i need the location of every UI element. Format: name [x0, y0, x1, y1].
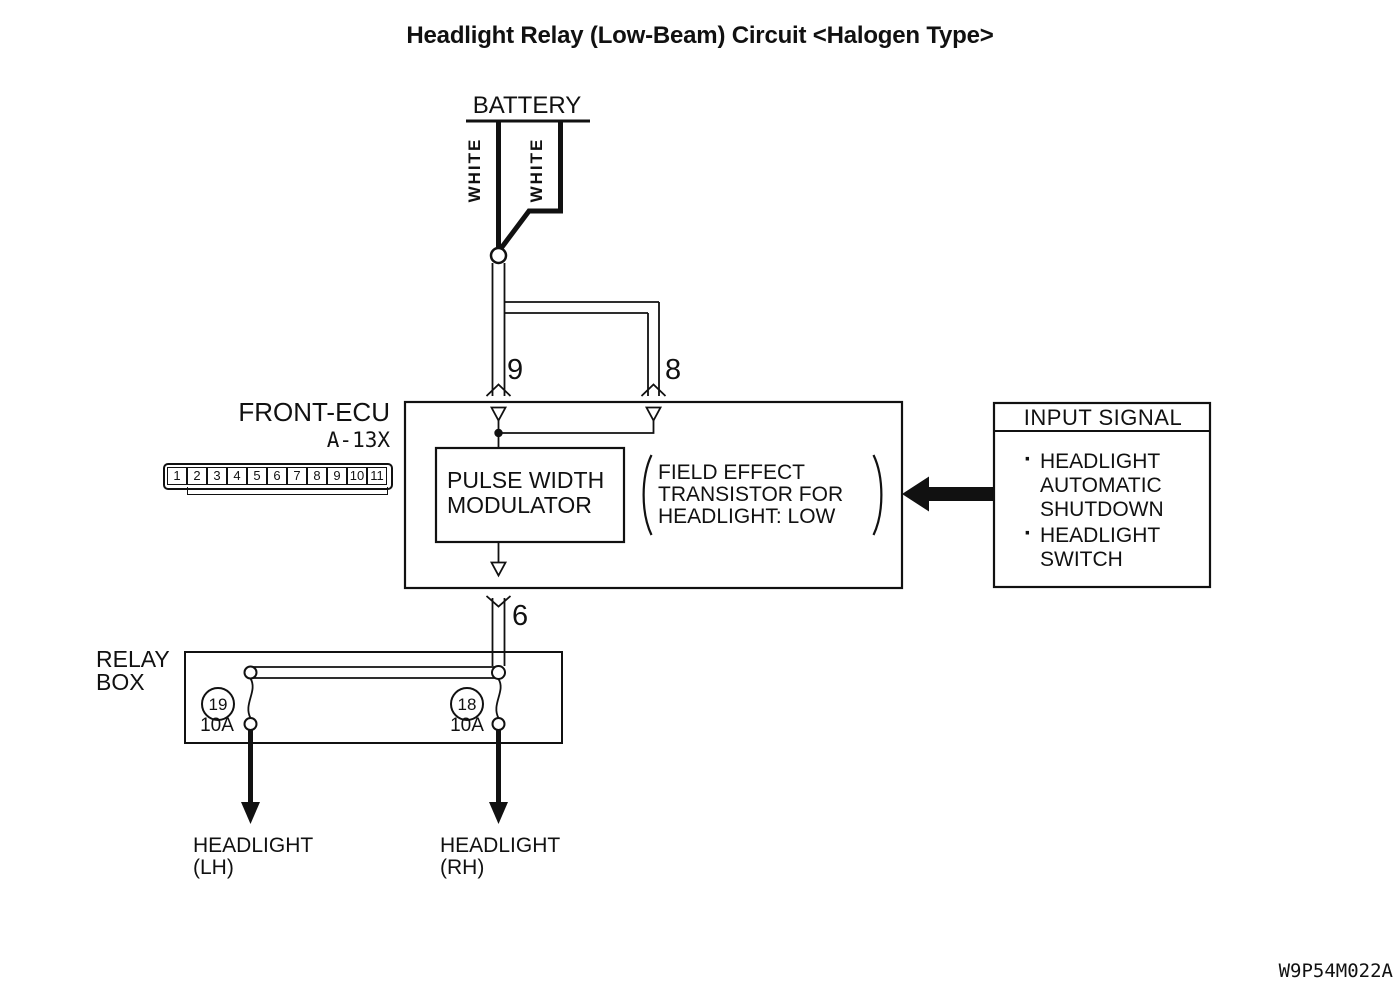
- battery-wire-right: [498, 121, 563, 251]
- connector-pin-cell: 8: [307, 467, 327, 485]
- relay-box-label-line1: RELAY: [96, 646, 170, 672]
- fuse19-number-circle: [201, 687, 235, 721]
- figure-code: W9P54M022A: [1278, 960, 1393, 982]
- bullet-dot-icon: ·: [1024, 520, 1032, 547]
- connector-pin-cell: 9: [327, 467, 347, 485]
- connector-pin-cell: 11: [367, 467, 387, 485]
- wire-pin9: [491, 263, 506, 396]
- input-signal-arrow-icon: [902, 476, 994, 512]
- output-label-lh-line1: HEADLIGHT: [193, 834, 314, 857]
- pin8-internal-line: [502, 420, 655, 434]
- fuse18-number: 18: [457, 695, 477, 714]
- input-signal-item-2-line1: HEADLIGHT: [1040, 524, 1161, 547]
- connector-pin-cell: 4: [227, 467, 247, 485]
- output-arrow-rh-icon: [489, 802, 508, 824]
- connector-a13x-lip: [187, 487, 388, 495]
- wire-pin8: [504, 301, 660, 396]
- paren-open-icon: [642, 454, 653, 536]
- output-arrow-lh-icon: [241, 802, 260, 824]
- connector-pin-cell: 6: [267, 467, 287, 485]
- bullet-dot-icon: ·: [1024, 446, 1032, 473]
- input-signal-item-1-line2: AUTOMATIC: [1040, 474, 1162, 497]
- connector-pin-cell: 10: [347, 467, 367, 485]
- fuse18-top-terminal: [491, 665, 506, 680]
- wire-pin6: [491, 598, 506, 666]
- input-signal-item-1-line1: HEADLIGHT: [1040, 450, 1161, 473]
- paren-close-icon: [872, 454, 883, 536]
- fuse18-rating: 10A: [450, 715, 484, 736]
- wire-color-label-left: WHITE: [465, 137, 484, 203]
- fuse19-bottom-terminal: [243, 717, 258, 731]
- fuse19-rating: 10A: [200, 715, 234, 736]
- connector-pin-cell: 7: [287, 467, 307, 485]
- fuse19-element: [247, 678, 254, 719]
- connector-pin-cell: 2: [187, 467, 207, 485]
- fet-note-line1: FIELD EFFECT: [658, 461, 806, 484]
- pwm-box: [434, 446, 626, 544]
- fuse18-element: [495, 678, 502, 719]
- fet-note-line3: HEADLIGHT: LOW: [658, 505, 836, 528]
- relay-box-label: RELAY BOX: [96, 648, 170, 694]
- connector-pin-cell: 3: [207, 467, 227, 485]
- fet-note: FIELD EFFECT TRANSISTOR FOR HEADLIGHT: L…: [658, 462, 843, 528]
- input-signal-item-1: · HEADLIGHT AUTOMATIC SHUTDOWN: [1024, 448, 1164, 522]
- fuse19-number: 19: [208, 695, 228, 714]
- input-signal-item-1-line3: SHUTDOWN: [1040, 498, 1164, 521]
- input-signal-item-2-line2: SWITCH: [1040, 548, 1123, 571]
- connector-pin-cell: 5: [247, 467, 267, 485]
- relay-box: [184, 651, 563, 744]
- pin8-terminal-triangle-icon: [644, 406, 663, 423]
- pwm-label-line1: PULSE WIDTH: [447, 467, 605, 493]
- output-label-rh: HEADLIGHT (RH): [440, 835, 560, 879]
- connector-pin-cell: 1: [167, 467, 187, 485]
- fuse19-top-terminal: [243, 665, 258, 680]
- fuse18-number-circle: [450, 687, 484, 721]
- battery-label: BATTERY: [472, 92, 582, 119]
- fet-note-line2: TRANSISTOR FOR: [658, 483, 844, 506]
- fuse18-bottom-terminal: [491, 717, 506, 731]
- pin8-label: 8: [665, 354, 682, 386]
- input-signal-header: INPUT SIGNAL: [1023, 405, 1183, 430]
- pin9-label: 9: [507, 354, 524, 386]
- wire-junction-circle: [489, 246, 508, 265]
- front-ecu-connector-code: A-13X: [326, 428, 390, 452]
- connector-a13x-pins: 1 2 3 4 5 6 7 8 9 10 11: [167, 467, 387, 485]
- junction-dot: [494, 428, 503, 438]
- output-label-rh-line2: (RH): [440, 856, 485, 879]
- connector-a13x-outline: [163, 463, 393, 490]
- pin6-terminal-triangle-icon: [489, 561, 508, 578]
- wire-color-label-right: WHITE: [527, 137, 546, 203]
- pwm-label: PULSE WIDTH MODULATOR: [447, 468, 604, 518]
- input-signal-item-2: · HEADLIGHT SWITCH: [1024, 522, 1161, 572]
- page-title: Headlight Relay (Low-Beam) Circuit <Halo…: [406, 22, 994, 49]
- front-ecu-name: FRONT-ECU: [238, 397, 390, 427]
- output-label-lh-line2: (LH): [193, 856, 234, 879]
- pin6-label: 6: [512, 600, 529, 632]
- pwm-label-line2: MODULATOR: [447, 492, 592, 518]
- relay-box-label-line2: BOX: [96, 669, 145, 695]
- relay-bus-wire: [252, 666, 495, 679]
- pin6-connector-chevron-icon: [485, 595, 512, 608]
- front-ecu-box: [403, 400, 904, 590]
- input-signal-box: [992, 401, 1212, 589]
- output-label-lh: HEADLIGHT (LH): [193, 835, 313, 879]
- pin9-connector-chevron-icon: [485, 383, 512, 397]
- output-label-rh-line1: HEADLIGHT: [440, 834, 561, 857]
- pin8-connector-chevron-icon: [640, 383, 667, 397]
- pin9-terminal-triangle-icon: [489, 406, 508, 423]
